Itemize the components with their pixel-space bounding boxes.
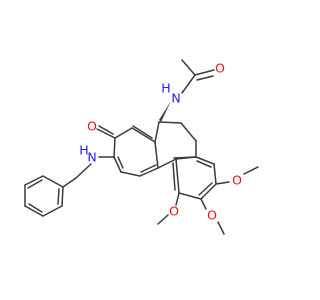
atom-label-amide-o: O [215,61,225,76]
bond-phenyl-6-double [57,188,60,205]
bond-phenyl-5 [42,205,63,217]
bond-carbonyl-c-n [181,74,196,94]
bond-ome2-me [217,221,225,235]
bond-a-ring-5-double [198,182,213,196]
bond-phenyl-2 [24,175,44,186]
bond-ome3-o [215,181,230,185]
bond-ome1-me [157,214,169,225]
bond-ome1-o [175,192,180,206]
bond-c-ring-4 [113,156,122,173]
bond-a-ring-3-double [196,160,212,168]
bond-layer [24,59,259,235]
stereo-wedge-bond [159,101,171,122]
bond-phenyl-2-double [27,179,43,189]
atom-label-amide-h: H [161,81,170,96]
bond-phenyl-4-double [28,203,43,213]
bond-c-ring-5 [120,171,141,177]
bond-c-ring-7 [154,141,159,169]
bond-a-ring-5 [200,183,217,200]
bond-a-ring-4 [213,163,217,185]
atom-label-ketone-o: O [87,119,97,134]
bond-b-ring-1 [158,121,182,124]
bond-a-ring-3 [195,156,215,165]
atom-label-methoxy-3-o: O [232,173,242,188]
bond-c-ring-6 [139,167,159,177]
bond-ketone-double [98,125,114,135]
bond-ch2-to-phenyl [62,177,77,188]
bond-phenyl-4 [24,205,44,217]
bond-c-ring-6-double [140,164,157,173]
atom-label-amide-n: N [171,91,180,106]
bond-c-ring-4-double [117,156,124,169]
atom-label-methoxy-1-o: O [169,204,179,219]
bond-b-ring-4 [154,121,160,143]
bond-carbonyl-c-o [194,69,215,76]
atom-label-layer: O H N O N H O O O [79,61,242,223]
bond-phenyl-6 [61,186,64,207]
bond-c-ring-2 [114,127,133,139]
bond-b-ring-2 [180,122,197,142]
atom-label-amine-h: H [79,143,88,158]
structure-drawing: O H N O N H O O O [24,59,259,235]
bond-ome2-o [200,198,207,210]
bond-c-ring-3 [113,137,116,158]
bond-a-ring-6 [178,192,202,200]
bond-methyl [181,59,196,76]
bond-c-ring-1-double [132,125,153,139]
bond-amine-n-to-ch2 [75,163,92,179]
bond-a-ring-2 [175,156,197,160]
bond-phenyl-1 [42,175,64,188]
atom-label-methoxy-2-o: O [207,208,217,223]
atom-label-amine-n: N [87,150,96,165]
bond-c-ring-1 [131,127,156,143]
bond-ome3-me [243,166,259,175]
bond-ketone [96,128,116,139]
bond-a-ring-7-double [172,162,176,191]
bond-carbonyl-c-o-double [196,75,214,81]
bond-a-ring-1 [157,158,177,169]
bond-a-ring-7 [175,158,180,194]
